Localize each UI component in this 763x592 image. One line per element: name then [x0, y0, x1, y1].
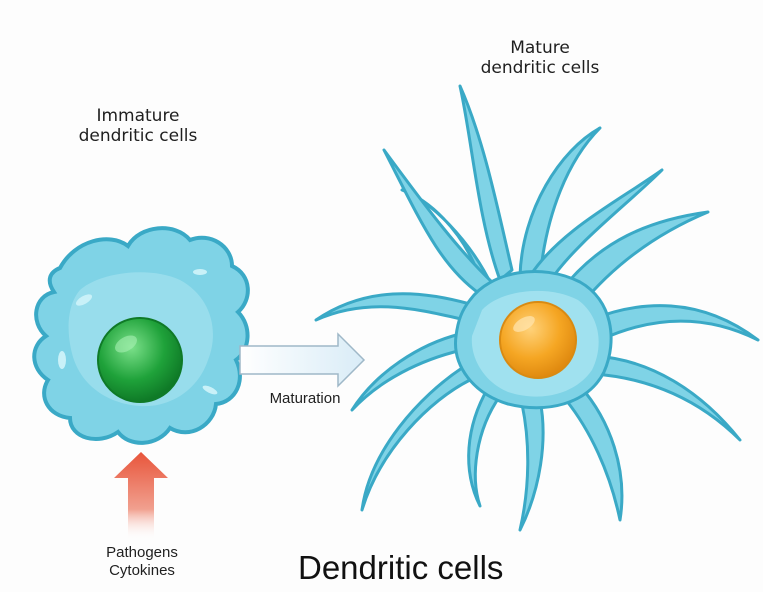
maturation-label: Maturation	[250, 390, 360, 408]
mature-label-line-1: Mature	[450, 38, 630, 58]
stimuli-label-line-1: Pathogens	[72, 544, 212, 562]
stimuli-label: Pathogens Cytokines	[72, 544, 212, 580]
stimulus-arrow	[114, 452, 168, 540]
stimuli-label-line-2: Cytokines	[72, 562, 212, 580]
maturation-arrow	[240, 334, 364, 386]
mature-label: Mature dendritic cells	[450, 38, 630, 79]
immature-label: Immature dendritic cells	[48, 106, 228, 147]
immature-label-line-1: Immature	[48, 106, 228, 126]
immature-cell	[34, 228, 248, 443]
diagram-title: Dendritic cells	[298, 548, 618, 588]
mature-nucleus	[500, 302, 576, 378]
immature-nucleus	[98, 318, 182, 402]
immature-label-line-2: dendritic cells	[48, 126, 228, 146]
mature-label-line-2: dendritic cells	[450, 58, 630, 78]
